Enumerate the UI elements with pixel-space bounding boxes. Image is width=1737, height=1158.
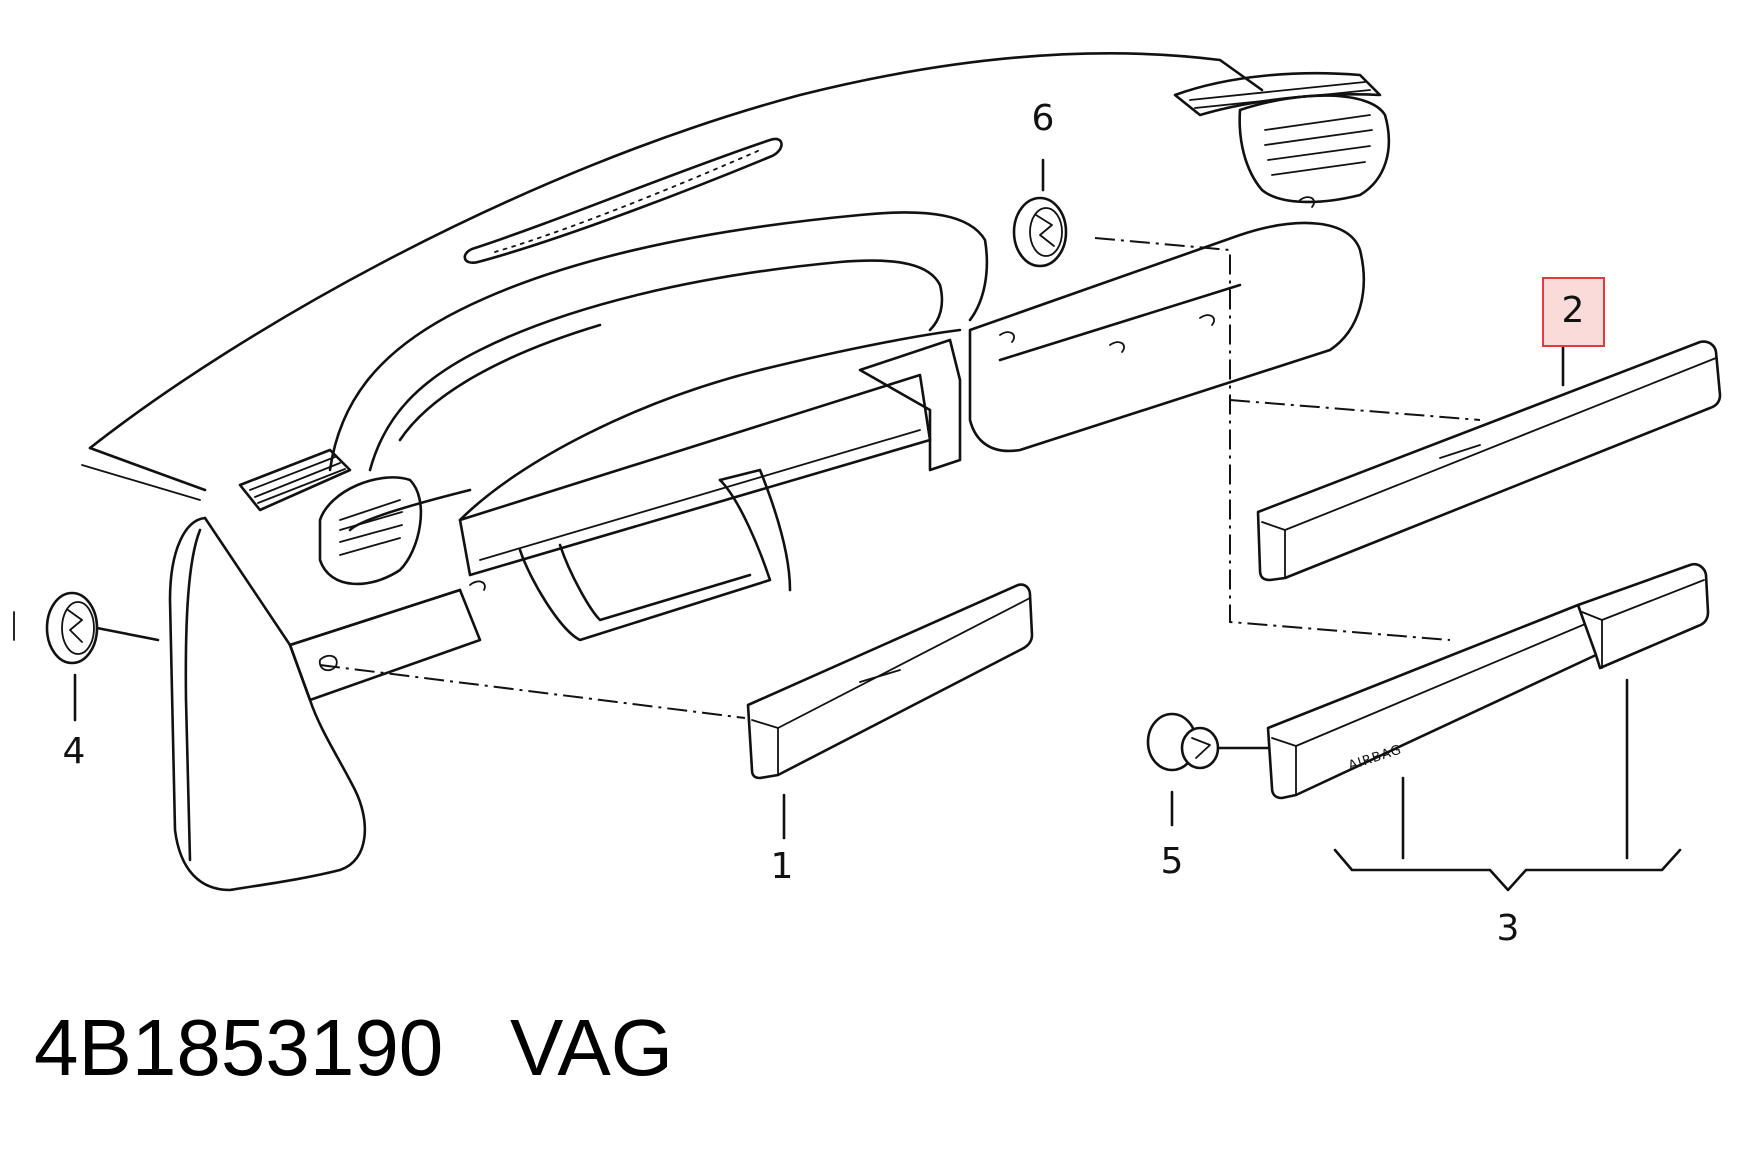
part-6-clip-icon [1012, 158, 1068, 268]
callout-2-highlight [1542, 277, 1605, 347]
callout-2: 2 [1562, 290, 1585, 331]
part-3-airbag-trim: AIRBAG [1266, 562, 1710, 892]
part-4-clip-icon [13, 591, 160, 665]
callout-4: 4 [63, 731, 86, 772]
callout-5: 5 [1161, 841, 1184, 882]
callout-3: 3 [1497, 908, 1520, 949]
part-5-screw-icon [1146, 712, 1270, 827]
part-2-trim-strip [1094, 237, 1722, 641]
callout-6: 6 [1032, 98, 1055, 139]
part-number-caption: 4B1853190 VAG [34, 1003, 673, 1092]
dashboard-illustration [81, 52, 1391, 892]
callout-1: 1 [771, 846, 794, 887]
callouts: 2 6 4 1 5 3 [63, 98, 1605, 949]
part-1-trim-strip [319, 583, 1034, 780]
